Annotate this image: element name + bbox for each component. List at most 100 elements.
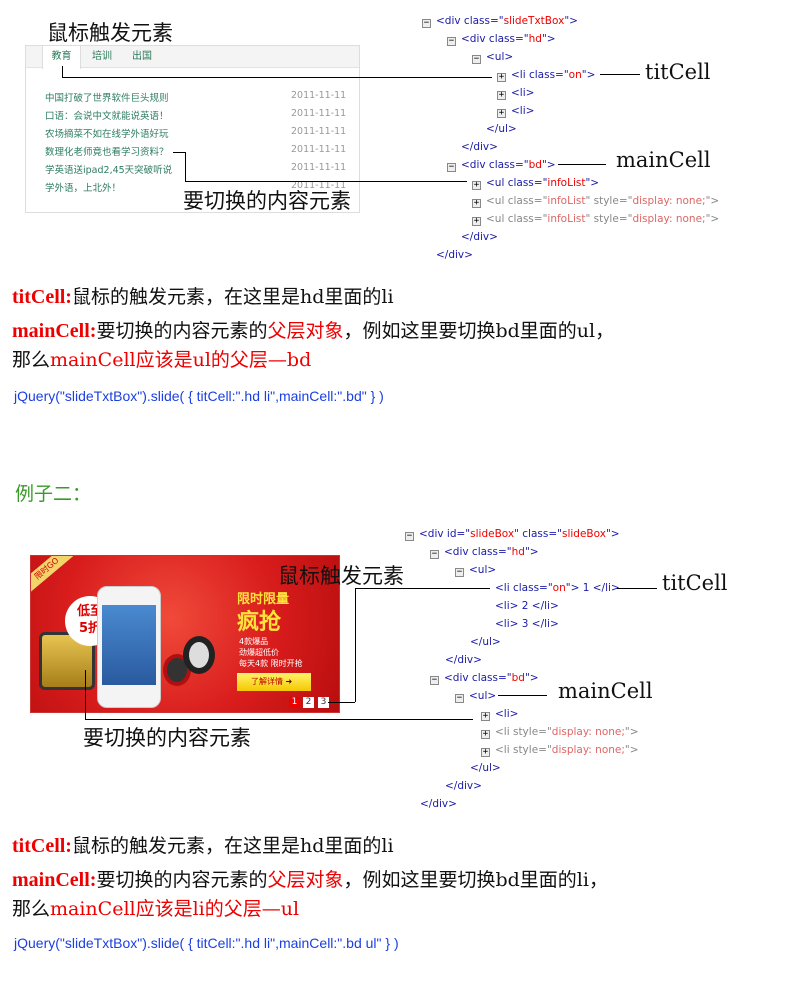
sub-line: 每天4款 限时开抢 <box>239 659 303 668</box>
tree-node[interactable]: +<li style="display: none;"> <box>481 723 639 741</box>
news-item-link[interactable]: 口语：会说中文就能说英语！ <box>45 111 169 122</box>
learn-more-button[interactable]: 了解详情 ➜ <box>237 673 311 691</box>
tree-node-text: <div class=" <box>436 15 504 27</box>
speaker-image <box>183 636 215 674</box>
news-item-date: 2011-11-11 <box>291 90 347 101</box>
collapse-icon[interactable]: − <box>430 549 439 559</box>
tree-node-text: "> <box>585 177 600 189</box>
tree-node-text: <div id=" <box>419 528 471 540</box>
tree-node-text: display: none; <box>632 213 706 225</box>
tree-node-text: "> <box>705 195 720 207</box>
tree-node: </div> <box>461 228 498 246</box>
tab-education[interactable]: 教育 <box>42 46 81 69</box>
collapse-icon[interactable]: − <box>447 36 456 46</box>
tree-node-text: on <box>568 69 582 81</box>
desc2-line3: 那么mainCell应该是li的父层—ul <box>12 894 299 921</box>
collapse-icon[interactable]: − <box>455 693 464 703</box>
news-item-link[interactable]: 数理化老师竟也看学习资料？ <box>45 147 169 158</box>
code-example-2: jQuery("slideTxtBox").slide( { titCell:"… <box>14 935 399 951</box>
tree-node[interactable]: +<ul class="infoList"> <box>472 174 599 192</box>
tree-node-text: <div class=" <box>461 159 529 171</box>
tree-node-text: <li> <box>495 708 519 720</box>
collapse-icon[interactable]: − <box>422 18 431 28</box>
maincell-label-2: mainCell <box>558 679 653 703</box>
page-button-1[interactable]: 1 <box>289 697 300 708</box>
expand-icon[interactable]: + <box>497 72 506 82</box>
tree-node-text: "> <box>524 546 539 558</box>
tree-node[interactable]: +<ul class="infoList" style="display: no… <box>472 192 719 210</box>
tree-node-text: "> <box>605 528 620 540</box>
news-item-link[interactable]: 农场摘菜不如在线学外语好玩 <box>45 129 169 140</box>
tree-node-text: "> <box>541 159 556 171</box>
tree-node-text: <li> <box>511 87 535 99</box>
tree-node-text: display: none; <box>632 195 706 207</box>
news-item-date: 2011-11-11 <box>291 126 347 137</box>
expand-icon[interactable]: + <box>497 90 506 100</box>
tree-node-text: <li> 3 </li> <box>495 618 559 630</box>
tree-node[interactable]: −<ul> <box>455 687 496 705</box>
tree-node-text: <ul> <box>469 564 497 576</box>
tree-node-text: <li style=" <box>495 726 552 738</box>
expand-icon[interactable]: + <box>481 747 490 757</box>
tab-training[interactable]: 培训 <box>92 51 112 62</box>
page-button-3[interactable]: 3 <box>318 697 329 708</box>
tab-abroad[interactable]: 出国 <box>132 51 152 62</box>
tree-node-text: "> <box>705 213 720 225</box>
tree-node-text: <div class=" <box>461 33 529 45</box>
collapse-icon[interactable]: − <box>455 567 464 577</box>
news-item-link[interactable]: 学英语送ipad2,45天突破听说 <box>45 165 173 176</box>
maincell-text: 要切换的内容元素的 <box>96 320 268 342</box>
tree-node[interactable]: + <li> <box>497 84 534 102</box>
expand-icon[interactable]: + <box>481 711 490 721</box>
tree-node[interactable]: −<div class="hd"> <box>447 30 556 48</box>
tree-node[interactable]: +<li class="on"> <box>497 66 595 84</box>
maincell-key: mainCell: <box>12 320 97 342</box>
connector-line <box>328 702 355 703</box>
tree-node-text: on <box>552 582 566 594</box>
expand-icon[interactable]: + <box>481 729 490 739</box>
tree-node-text: infoList <box>547 177 586 189</box>
connector-line <box>62 66 63 78</box>
news-item-link[interactable]: 中国打破了世界软件巨头规则 <box>45 93 169 104</box>
sub-line: 4款爆品 <box>239 637 269 646</box>
collapse-icon[interactable]: − <box>472 54 481 64</box>
connector-line <box>173 152 185 153</box>
desc-maincell: mainCell:要切换的内容元素的父层对象，例如这里要切换bd里面的ul， <box>12 316 614 343</box>
line3-prefix: 那么 <box>12 349 51 371</box>
expand-icon[interactable]: + <box>472 198 481 208</box>
slide-txt-box: 教育 培训 出国 中国打破了世界软件巨头规则 2011-11-11 口语：会说中文就… <box>25 45 360 213</box>
news-item-link[interactable]: 学外语，上北外！ <box>45 183 122 194</box>
tree-node-text: <div class=" <box>444 546 512 558</box>
line3-highlight: mainCell应该是li的父层—ul <box>50 898 300 920</box>
tree-node[interactable]: −<div class="bd"> <box>430 669 539 687</box>
tree-node[interactable]: + <li> <box>481 705 518 723</box>
tree-node[interactable]: +<li style="display: none;"> <box>481 741 639 759</box>
tree-node: <li> 3 </li> <box>495 615 559 633</box>
tree-node-text: <ul> <box>486 51 514 63</box>
tree-node[interactable]: −<ul> <box>472 48 513 66</box>
collapse-icon[interactable]: − <box>405 531 414 541</box>
page-button-2[interactable]: 2 <box>303 697 314 708</box>
titcell-key: titCell: <box>12 835 72 857</box>
collapse-icon[interactable]: − <box>447 162 456 172</box>
expand-icon[interactable]: + <box>497 108 506 118</box>
tree-node: </ul> <box>470 759 501 777</box>
tree-node[interactable]: +<li> <box>497 102 534 120</box>
line3-highlight: mainCell应该是ul的父层—bd <box>50 349 312 371</box>
phone-image <box>97 586 161 708</box>
tree-node[interactable]: +<ul class="infoList" style="display: no… <box>472 210 719 228</box>
tree-node[interactable]: −<div class="hd"> <box>430 543 539 561</box>
tree-node: </div> <box>445 651 482 669</box>
tree-node-text: "> <box>524 672 539 684</box>
connector-line <box>62 77 492 78</box>
tree-node-text: <ul class=" <box>486 213 548 225</box>
expand-icon[interactable]: + <box>472 180 481 190</box>
tree-node-text: "> <box>581 69 596 81</box>
collapse-icon[interactable]: − <box>430 675 439 685</box>
tree-node[interactable]: −<div id="slideBox" class="slideBox"> <box>405 525 620 543</box>
expand-icon[interactable]: + <box>472 216 481 226</box>
tree-node[interactable]: −<ul> <box>455 561 496 579</box>
tree-node[interactable]: −<div class="bd"> <box>447 156 556 174</box>
tree-node[interactable]: −<div class="slideTxtBox"> <box>422 12 578 30</box>
maincell-label: mainCell <box>616 148 711 172</box>
